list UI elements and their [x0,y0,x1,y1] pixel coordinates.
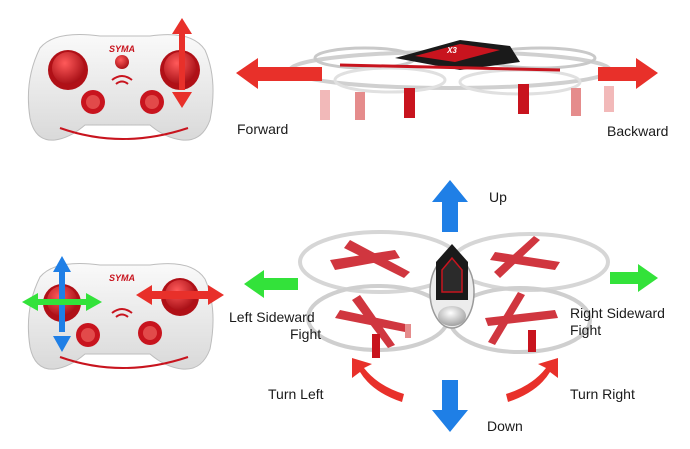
left-sideward-arrow-icon [244,270,298,298]
label-right-sideward-line2: Fight [570,322,602,338]
label-right-sideward-line1: Right Sideward [570,305,665,321]
power-button [115,55,129,69]
svg-text:X3: X3 [446,46,457,55]
top-controller: SYMA [27,34,214,141]
label-turn-right: Turn Right [570,386,635,402]
right-stick-sideways-arrow-icon [136,285,224,305]
bottom-drone-top-view [298,230,610,358]
left-stick [52,52,84,84]
brand-logo: SYMA [109,44,135,54]
backward-arrow-icon [598,58,658,89]
label-left-sideward-line1: Left Sideward [229,309,315,325]
up-arrow-icon [432,180,468,232]
turn-right-arrow-icon [506,358,558,402]
down-arrow-icon [432,380,468,432]
label-left-sideward-line2: Fight [290,326,322,342]
right-sideward-arrow-icon [610,264,658,292]
left-stick-sideways-arrow-icon [22,293,102,311]
top-drone-side-view: X3 [288,40,614,120]
label-forward: Forward [237,121,289,137]
left-stick-updown-arrow-icon [53,256,71,352]
label-down: Down [487,418,523,434]
turn-left-arrow-icon [352,358,404,402]
bottom-controller: SYMA [27,263,214,370]
label-backward: Backward [607,123,669,139]
label-turn-left: Turn Left [268,386,324,402]
right-stick-updown-arrow-icon [172,18,192,108]
forward-arrow-icon [236,58,322,89]
svg-text:SYMA: SYMA [109,273,135,283]
label-up: Up [489,189,507,205]
